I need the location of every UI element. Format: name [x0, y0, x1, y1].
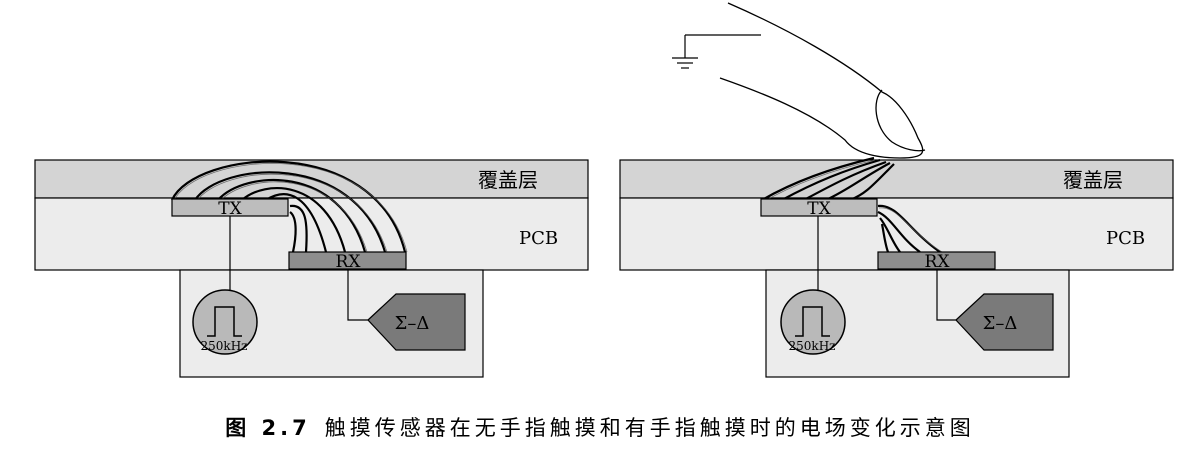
rx-label: RX — [925, 252, 951, 272]
square-pulse-icon — [207, 306, 242, 337]
tx-electrode — [760, 198, 878, 217]
rx-wire — [347, 269, 368, 321]
electric-field-lines — [171, 160, 407, 253]
square-pulse-icon — [795, 306, 830, 337]
tx-label: TX — [218, 199, 242, 219]
adc-label: Σ–Δ — [395, 313, 430, 334]
pcb-label: PCB — [1106, 228, 1145, 249]
electric-field-lines — [761, 156, 941, 253]
overlay-label: 覆盖层 — [478, 168, 538, 192]
overlay-label: 覆盖层 — [1063, 168, 1123, 192]
ground-icon — [672, 34, 761, 69]
sigma-delta-adc — [367, 293, 466, 351]
oscillator-label: 250kHz — [789, 339, 836, 353]
pcb-label: PCB — [519, 228, 558, 249]
overlay-layer — [619, 159, 1174, 199]
finger-outline — [719, 2, 924, 159]
caption-text: 触摸传感器在无手指触摸和有手指触摸时的电场变化示意图 — [324, 416, 975, 440]
panel-no-touch: TX RX 250kHz Σ–Δ 覆盖层 PCB — [34, 159, 589, 378]
rx-label: RX — [336, 252, 362, 272]
figure-number: 图 2.7 — [225, 416, 311, 440]
panel-finger-touch: TX RX 250kHz Σ–Δ 覆盖层 PCB — [619, 2, 1174, 378]
figure-caption: 图 2.7 触摸传感器在无手指触摸和有手指触摸时的电场变化示意图 — [0, 412, 1200, 442]
oscillator-label: 250kHz — [201, 339, 248, 353]
rx-wire — [936, 269, 956, 321]
fingernail — [875, 89, 926, 152]
tx-label: TX — [807, 199, 831, 219]
adc-label: Σ–Δ — [983, 313, 1018, 334]
sigma-delta-adc — [955, 293, 1054, 351]
oscillator-250khz — [780, 289, 846, 355]
oscillator-250khz — [192, 289, 258, 355]
